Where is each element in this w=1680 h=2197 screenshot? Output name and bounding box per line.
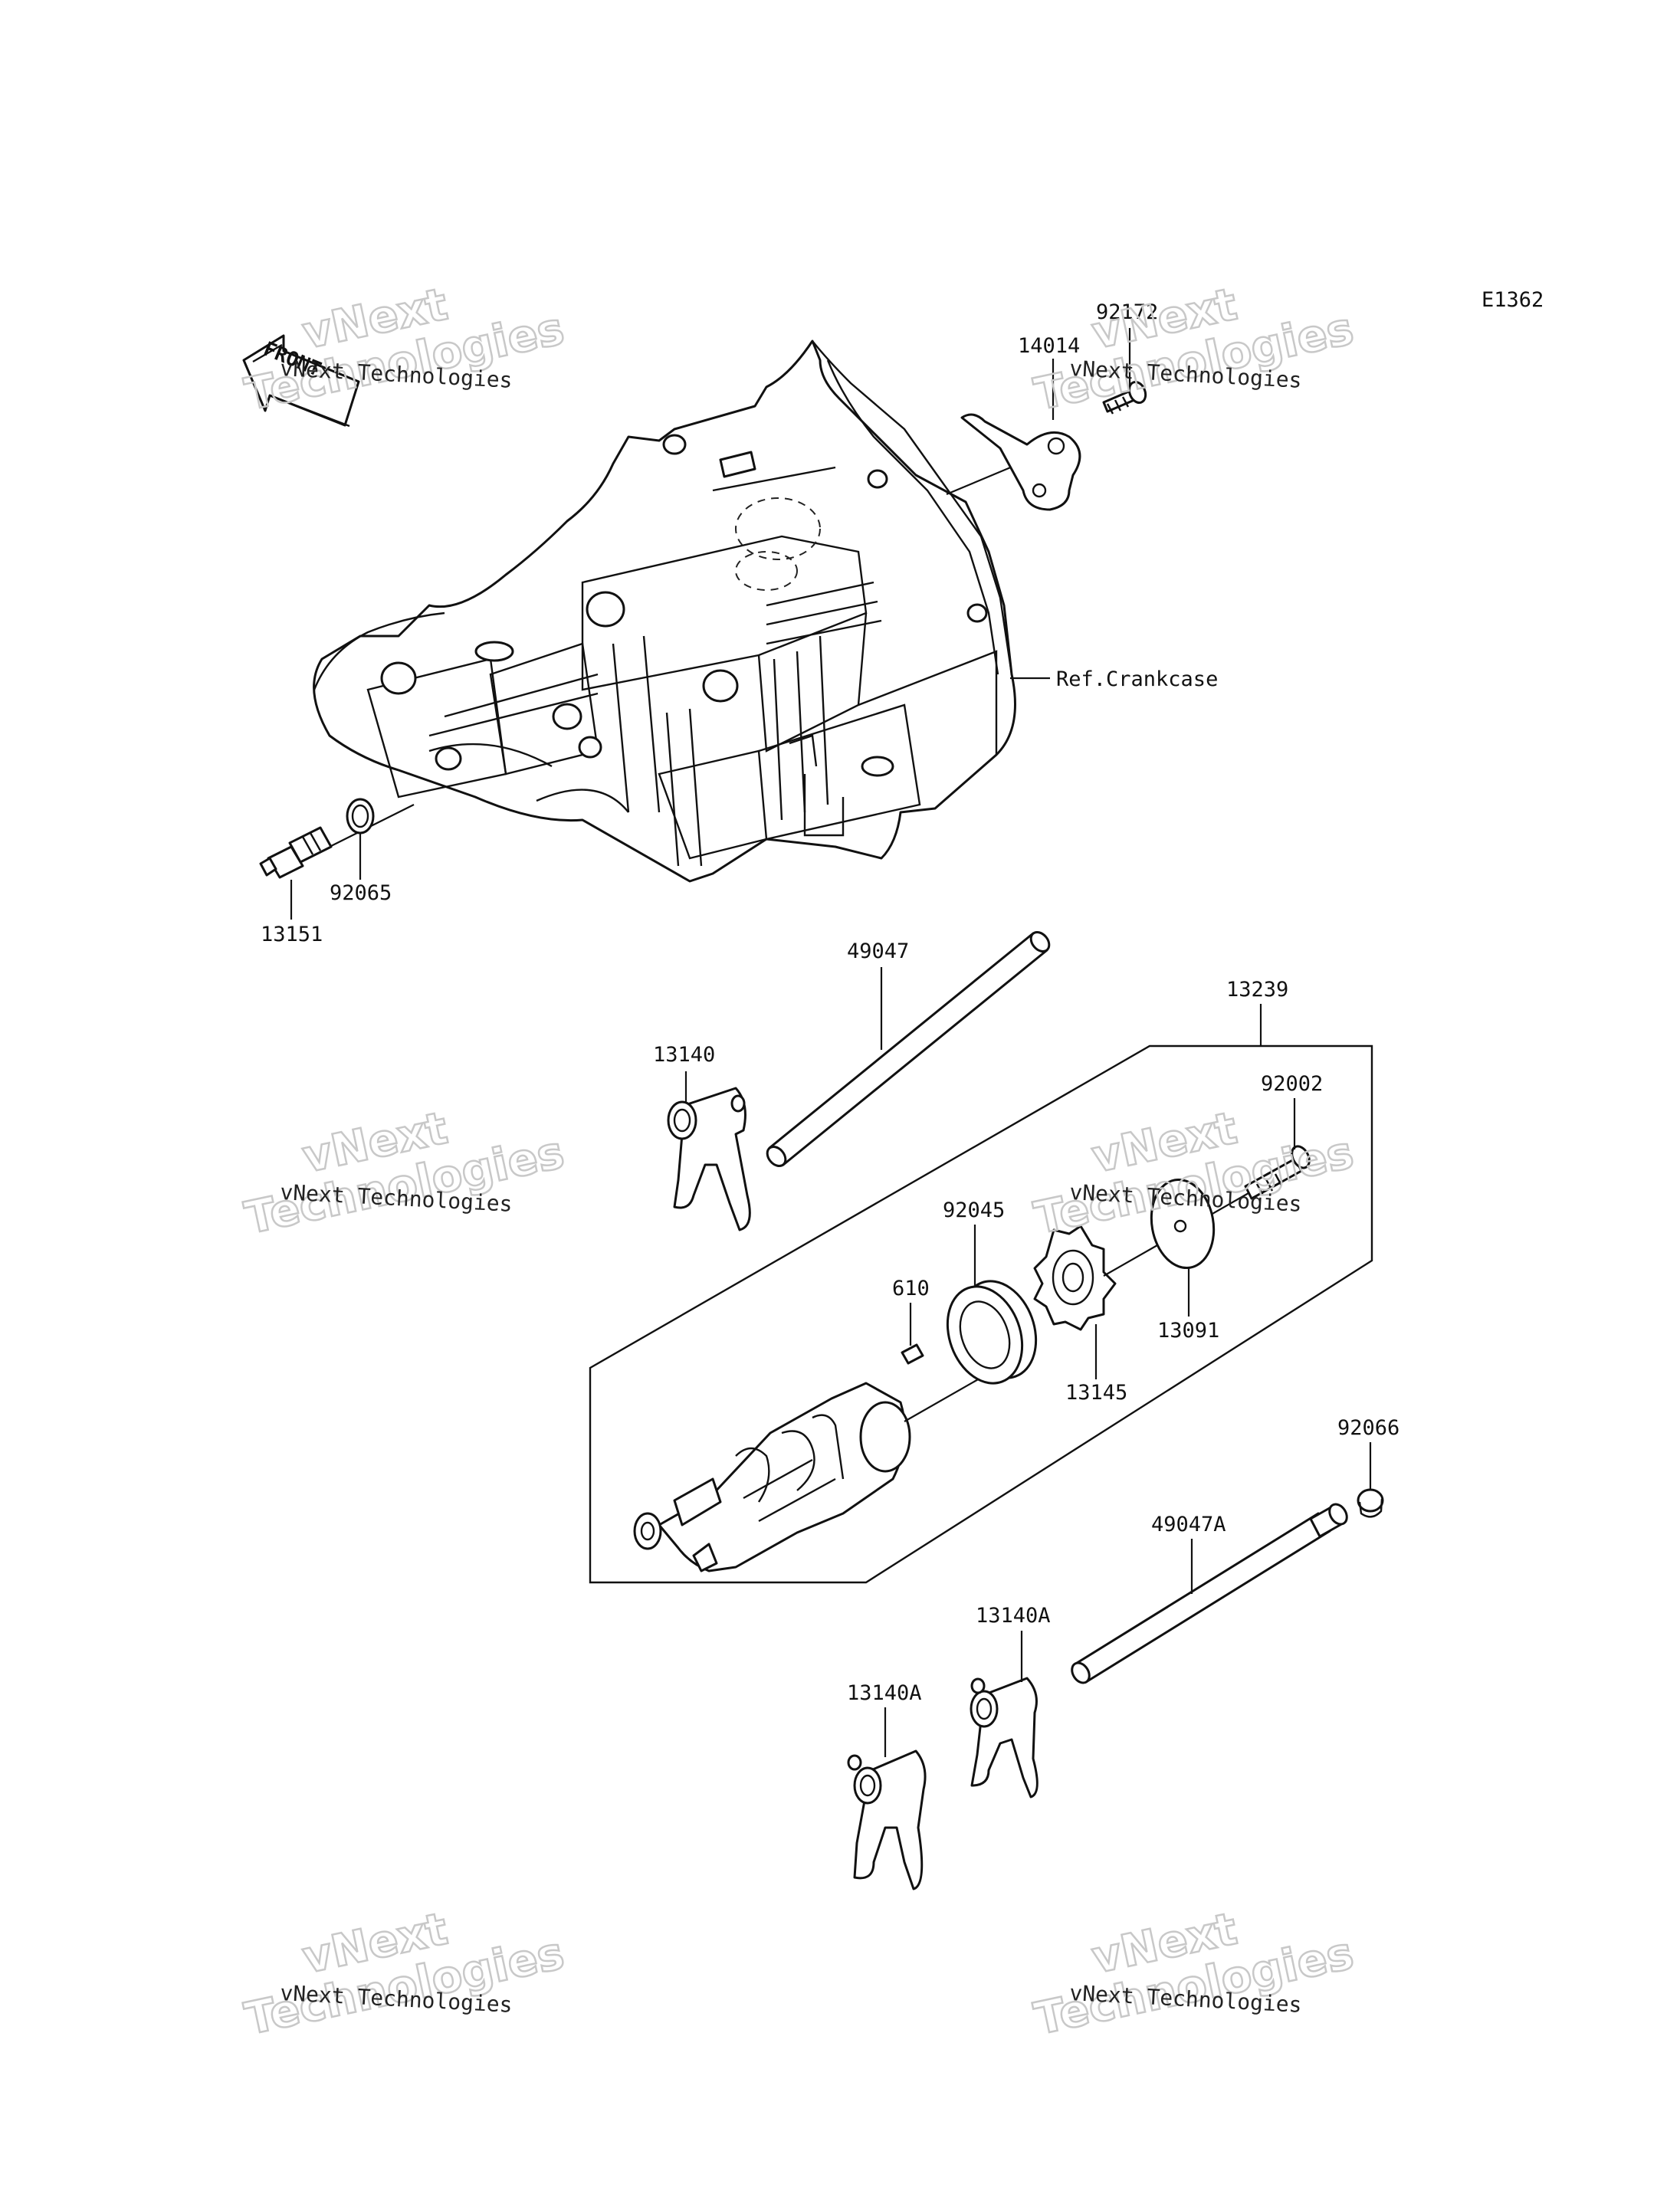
label-13151: 13151 (261, 923, 323, 946)
watermark-bottom-right: vNext Technologies vNext Technologies (1029, 1901, 1359, 2046)
washer-92065 (346, 798, 375, 835)
plug-92066 (1357, 1488, 1384, 1518)
shift-fork-13140A-upper (970, 1677, 1039, 1799)
pin-610 (901, 1343, 924, 1365)
label-13091: 13091 (1157, 1319, 1219, 1343)
bolt-92002 (1244, 1145, 1311, 1200)
label-92065: 92065 (330, 881, 392, 905)
label-13140: 13140 (653, 1043, 715, 1067)
label-13140A-lower: 13140A (847, 1681, 922, 1705)
label-49047A: 49047A (1151, 1513, 1226, 1536)
label-13239: 13239 (1226, 978, 1288, 1002)
shift-fork-13140 (667, 1087, 751, 1231)
label-92002: 92002 (1261, 1072, 1323, 1096)
label-ref-crankcase: Ref.Crankcase (1056, 667, 1218, 691)
watermark-mid-left: vNext Technologies vNext Technologies (240, 1100, 569, 1245)
bracket-14014 (960, 413, 1081, 511)
crankcase-illustration (313, 339, 1016, 883)
bolt-92172 (1102, 380, 1147, 415)
sensor-13151 (259, 826, 333, 879)
label-610: 610 (892, 1277, 930, 1300)
shaft-49047 (766, 930, 1051, 1168)
label-92066: 92066 (1337, 1416, 1399, 1440)
shift-drum (633, 1382, 911, 1572)
label-92045: 92045 (943, 1199, 1005, 1222)
assembly-outline-13239 (589, 1044, 1373, 1584)
watermark-bottom-left: vNext Technologies vNext Technologies (240, 1901, 569, 2046)
label-14014: 14014 (1018, 334, 1080, 358)
shift-fork-13140A-lower (847, 1749, 927, 1890)
label-49047: 49047 (847, 939, 909, 963)
label-13145: 13145 (1065, 1381, 1127, 1405)
shaft-49047A (1071, 1503, 1348, 1684)
plate-13091 (1150, 1178, 1216, 1270)
label-13140A-upper: 13140A (976, 1604, 1051, 1628)
cam-13145 (1033, 1225, 1117, 1331)
diagram-code: E1362 (1481, 288, 1544, 312)
label-92172: 92172 (1096, 300, 1158, 324)
bearing-92045 (946, 1280, 1038, 1385)
